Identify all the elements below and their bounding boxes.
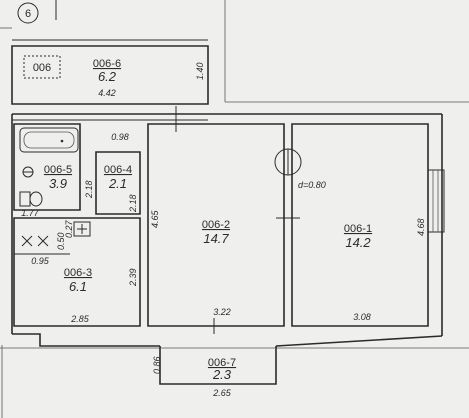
- room-006-4[interactable]: 0.98 006-4 2.1 2.18: [95, 132, 141, 215]
- dim-0-98: 0.98: [111, 132, 129, 142]
- dim-4-68: 4.68: [416, 218, 426, 236]
- window-icon: [427, 169, 445, 233]
- stair-block: [23, 55, 61, 79]
- room-006-5[interactable]: 006-5 3.9 2.18 1.77: [13, 123, 94, 218]
- room-area: 6.2: [98, 69, 117, 84]
- toilet-icon: [19, 191, 31, 207]
- dim-0-27: 0.27: [64, 219, 74, 238]
- room-id: 006-3: [64, 267, 92, 279]
- dim-2-65: 2.65: [212, 388, 232, 398]
- burner-icon: [21, 235, 49, 247]
- room-006-1[interactable]: 006-1 14.2 4.68 3.08: [291, 123, 429, 327]
- stove-icon: [73, 221, 91, 237]
- dim-0-86: 0.86: [152, 356, 162, 374]
- room-area: 14.7: [203, 231, 229, 246]
- outer-wall: [275, 335, 443, 347]
- marker-label: 6: [25, 8, 31, 20]
- dim-3-08: 3.08: [353, 312, 371, 322]
- dim-0-50: 0.50: [56, 232, 66, 250]
- dim-0-95: 0.95: [31, 256, 50, 266]
- room-area: 2.1: [108, 176, 127, 191]
- dim-1-77: 1.77: [21, 208, 40, 218]
- bathtub-icon: [19, 127, 79, 153]
- room-id: 006-2: [202, 219, 230, 231]
- dim-1-40: 1.40: [195, 62, 205, 80]
- stair-label: 006: [33, 62, 51, 74]
- room-006-2[interactable]: 4.65 006-2 14.7 3.22: [147, 106, 285, 334]
- room-area: 3.9: [49, 176, 67, 191]
- dim-3-22: 3.22: [213, 307, 231, 317]
- room-area: 6.1: [69, 279, 87, 294]
- outer-wall: [12, 333, 160, 347]
- room-id: 006-6: [93, 58, 121, 70]
- room-006-3[interactable]: 0.50 0.27 0.95 006-3 6.1 2.39 2.85: [13, 217, 141, 327]
- room-id: 006-7: [208, 357, 236, 369]
- room-id: 006-1: [344, 223, 372, 235]
- dim-2-18a: 2.18: [84, 180, 94, 199]
- room-area: 2.3: [212, 367, 232, 382]
- dim-4-42: 4.42: [98, 88, 116, 98]
- dim-2-39: 2.39: [128, 268, 138, 287]
- dim-d-0-80: d=0.80: [298, 180, 326, 190]
- room-area: 14.2: [345, 235, 371, 250]
- room-id: 006-4: [104, 164, 132, 176]
- room-006-7[interactable]: 0.86 006-7 2.3 2.65: [152, 346, 277, 398]
- column-icon: [274, 148, 302, 176]
- dim-2-18b: 2.18: [128, 194, 138, 213]
- room-id: 006-5: [44, 164, 72, 176]
- axis-marker: 6: [17, 2, 39, 24]
- dim-4-65: 4.65: [150, 209, 160, 228]
- dim-2-85: 2.85: [70, 314, 90, 324]
- room-006-6[interactable]: 006 006-6 6.2 4.42 1.40: [11, 39, 209, 105]
